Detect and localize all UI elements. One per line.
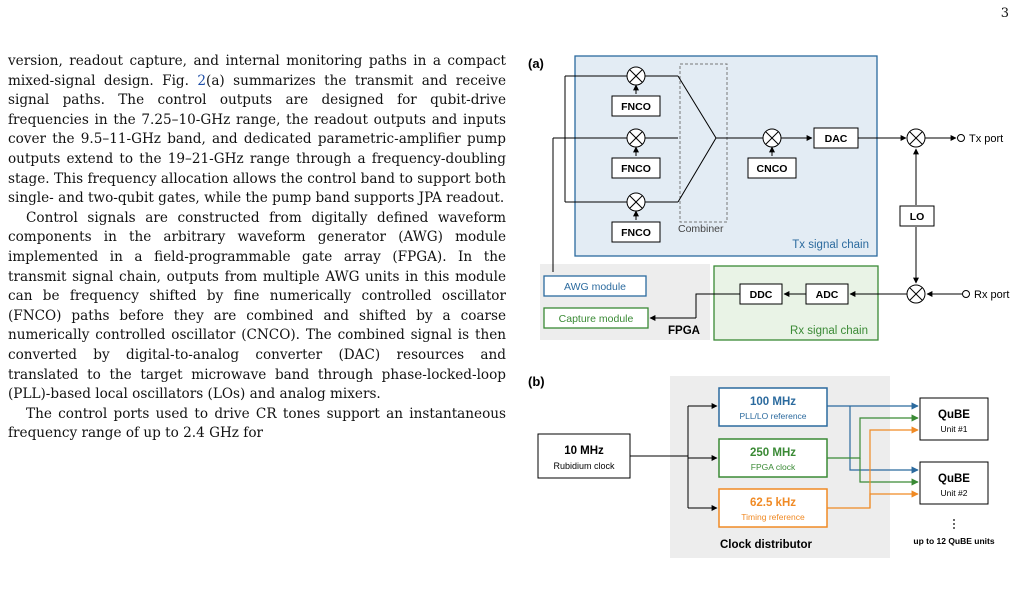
paragraph-1-start: version, readout capture, and internal m… [8,53,506,89]
rx-port-label: Rx port [974,289,1009,301]
green-distribution [827,414,919,486]
body-text: version, readout capture, and internal m… [8,52,506,444]
paragraph-1-rest: (a) summarizes the transmit and receive … [8,72,506,207]
adc-label: ADC [816,289,839,301]
out2-desc: FPGA clock [751,462,796,472]
qube-unit-2 [919,461,989,505]
unit1-sub: Unit #1 [941,424,968,434]
tx-port-icon [957,134,965,142]
panel-a-label: (a) [528,56,544,71]
out1-desc: PLL/LO reference [739,411,806,421]
lo-block [899,205,935,227]
unit2-sub: Unit #2 [941,488,968,498]
figure-reference-link[interactable]: 2 [197,72,207,89]
out3-freq: 62.5 kHz [750,497,796,509]
page-number: 3 [1000,6,1009,21]
paragraph-3: The control ports used to drive CR tones… [8,405,506,442]
unit1-title: QuBE [938,409,970,421]
out3-desc: Timing reference [741,512,805,522]
out2-freq: 250 MHz [750,447,796,459]
out1-freq: 100 MHz [750,396,796,408]
unit2-title: QuBE [938,473,970,485]
lo-label: LO [910,211,925,223]
rubidium-clock-block [537,433,631,479]
capture-module-label: Capture module [559,313,634,325]
fnco-block-3 [611,221,661,243]
figure-2: (a) Combiner FNCO FNCO FNCO [528,55,1009,558]
combiner-label: Combiner [678,223,724,235]
awg-module-label: AWG module [564,281,626,293]
orange-distribution [827,426,919,509]
clock-distributor-label: Clock distributor [720,539,813,551]
fnco-label-2: FNCO [621,163,651,175]
qube-unit-1 [919,397,989,441]
panel-b-label: (b) [528,374,545,389]
fpga-clock-block [718,438,828,478]
source-desc: Rubidium clock [553,461,615,471]
fnco-path-3: FNCO [565,192,678,243]
fnco-path-1: FNCO [565,66,678,117]
tx-port-label: Tx port [969,133,1003,145]
fnco-label-3: FNCO [621,227,651,239]
pll-lo-ref-block [718,387,828,427]
capture-module-block [543,307,649,329]
paragraph-2: Control signals are constructed from dig… [8,209,506,403]
dac-label: DAC [825,133,848,145]
fnco-block-1 [611,95,661,117]
more-units-label: up to 12 QuBE units [913,536,994,546]
fnco-block-2 [611,157,661,179]
combiner-box [679,63,728,223]
paragraph-1: version, readout capture, and internal m… [8,52,506,209]
vertical-ellipsis [953,519,955,529]
source-freq: 10 MHz [564,445,604,457]
cnco-label: CNCO [757,163,788,175]
rx-chain-label: Rx signal chain [790,325,868,337]
blue-distribution [827,402,919,474]
awg-module-block [543,275,647,297]
ddc-label: DDC [750,289,773,301]
tx-chain-label: Tx signal chain [792,239,869,251]
cnco-block [747,157,797,179]
fnco-path-2: FNCO [565,128,678,179]
rx-port-icon [962,290,970,298]
fpga-label: FPGA [668,325,700,337]
fnco-label-1: FNCO [621,101,651,113]
